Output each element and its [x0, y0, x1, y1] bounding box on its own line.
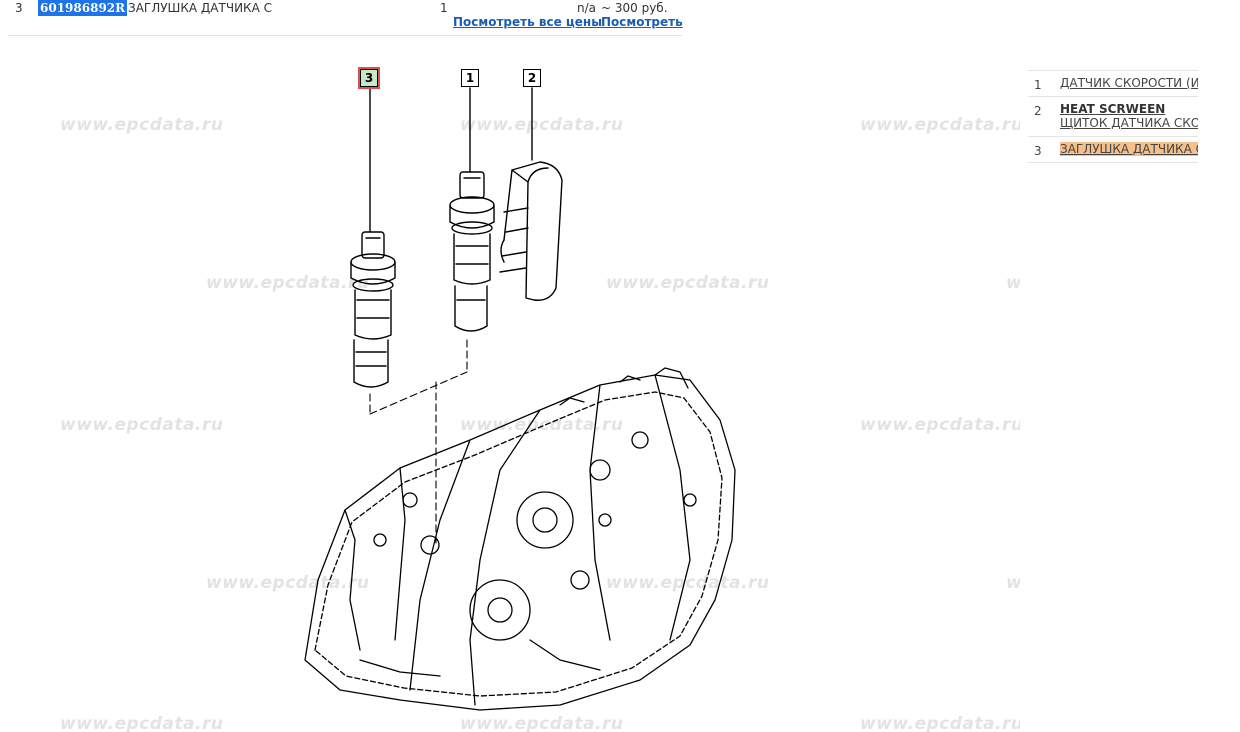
callout-1[interactable]: 1: [461, 69, 479, 87]
list-item[interactable]: 1 ДАТЧИК СКОРОСТИ (И: [1028, 70, 1198, 96]
price: ~ 300 руб.: [601, 1, 668, 15]
gearbox-housing-drawing: [304, 367, 736, 711]
list-item-index: 2: [1034, 104, 1042, 118]
list-item-index: 3: [1034, 144, 1042, 158]
article-number[interactable]: 601986892R: [38, 0, 128, 16]
quantity: 1: [440, 1, 448, 15]
view-all-prices-link[interactable]: Посмотреть все цены: [453, 15, 603, 29]
callout-2[interactable]: 2: [523, 69, 541, 87]
list-item-text[interactable]: ДАТЧИК СКОРОСТИ (И: [1060, 76, 1198, 90]
sensor-3-drawing: [350, 231, 396, 388]
sensor-1-drawing: [449, 171, 495, 332]
heat-screen-2-drawing: [499, 161, 563, 301]
diagram-drawing: [304, 87, 736, 711]
list-item[interactable]: 3 ЗАГЛУШКА ДАТЧИКА С: [1028, 136, 1198, 163]
parts-list: 1 ДАТЧИК СКОРОСТИ (И 2 HEAT SCRWEEN ЩИТО…: [1028, 70, 1198, 163]
list-item-text[interactable]: ЩИТОК ДАТЧИКА СКОР: [1060, 116, 1198, 130]
availability: n/a: [577, 1, 597, 15]
part-row: 3 601986892R ЗАГЛУШКА ДАТЧИКА С 1 n/a ~ …: [8, 0, 683, 36]
list-item-index: 1: [1034, 78, 1042, 92]
list-item-title[interactable]: HEAT SCRWEEN: [1060, 102, 1166, 116]
row-number: 3: [15, 1, 23, 15]
list-item-text[interactable]: ЗАГЛУШКА ДАТЧИКА С: [1060, 142, 1198, 156]
callout-3[interactable]: 3: [358, 67, 380, 89]
list-item[interactable]: 2 HEAT SCRWEEN ЩИТОК ДАТЧИКА СКОР: [1028, 96, 1198, 136]
highlighted-text[interactable]: ЗАГЛУШКА ДАТЧИКА С: [1060, 142, 1198, 156]
view-link[interactable]: Посмотреть: [601, 15, 683, 29]
parts-diagram: www.epcdata.ru www.epcdata.ru www.epcdat…: [0, 40, 1020, 732]
part-name: ЗАГЛУШКА ДАТЧИКА С: [128, 1, 272, 15]
